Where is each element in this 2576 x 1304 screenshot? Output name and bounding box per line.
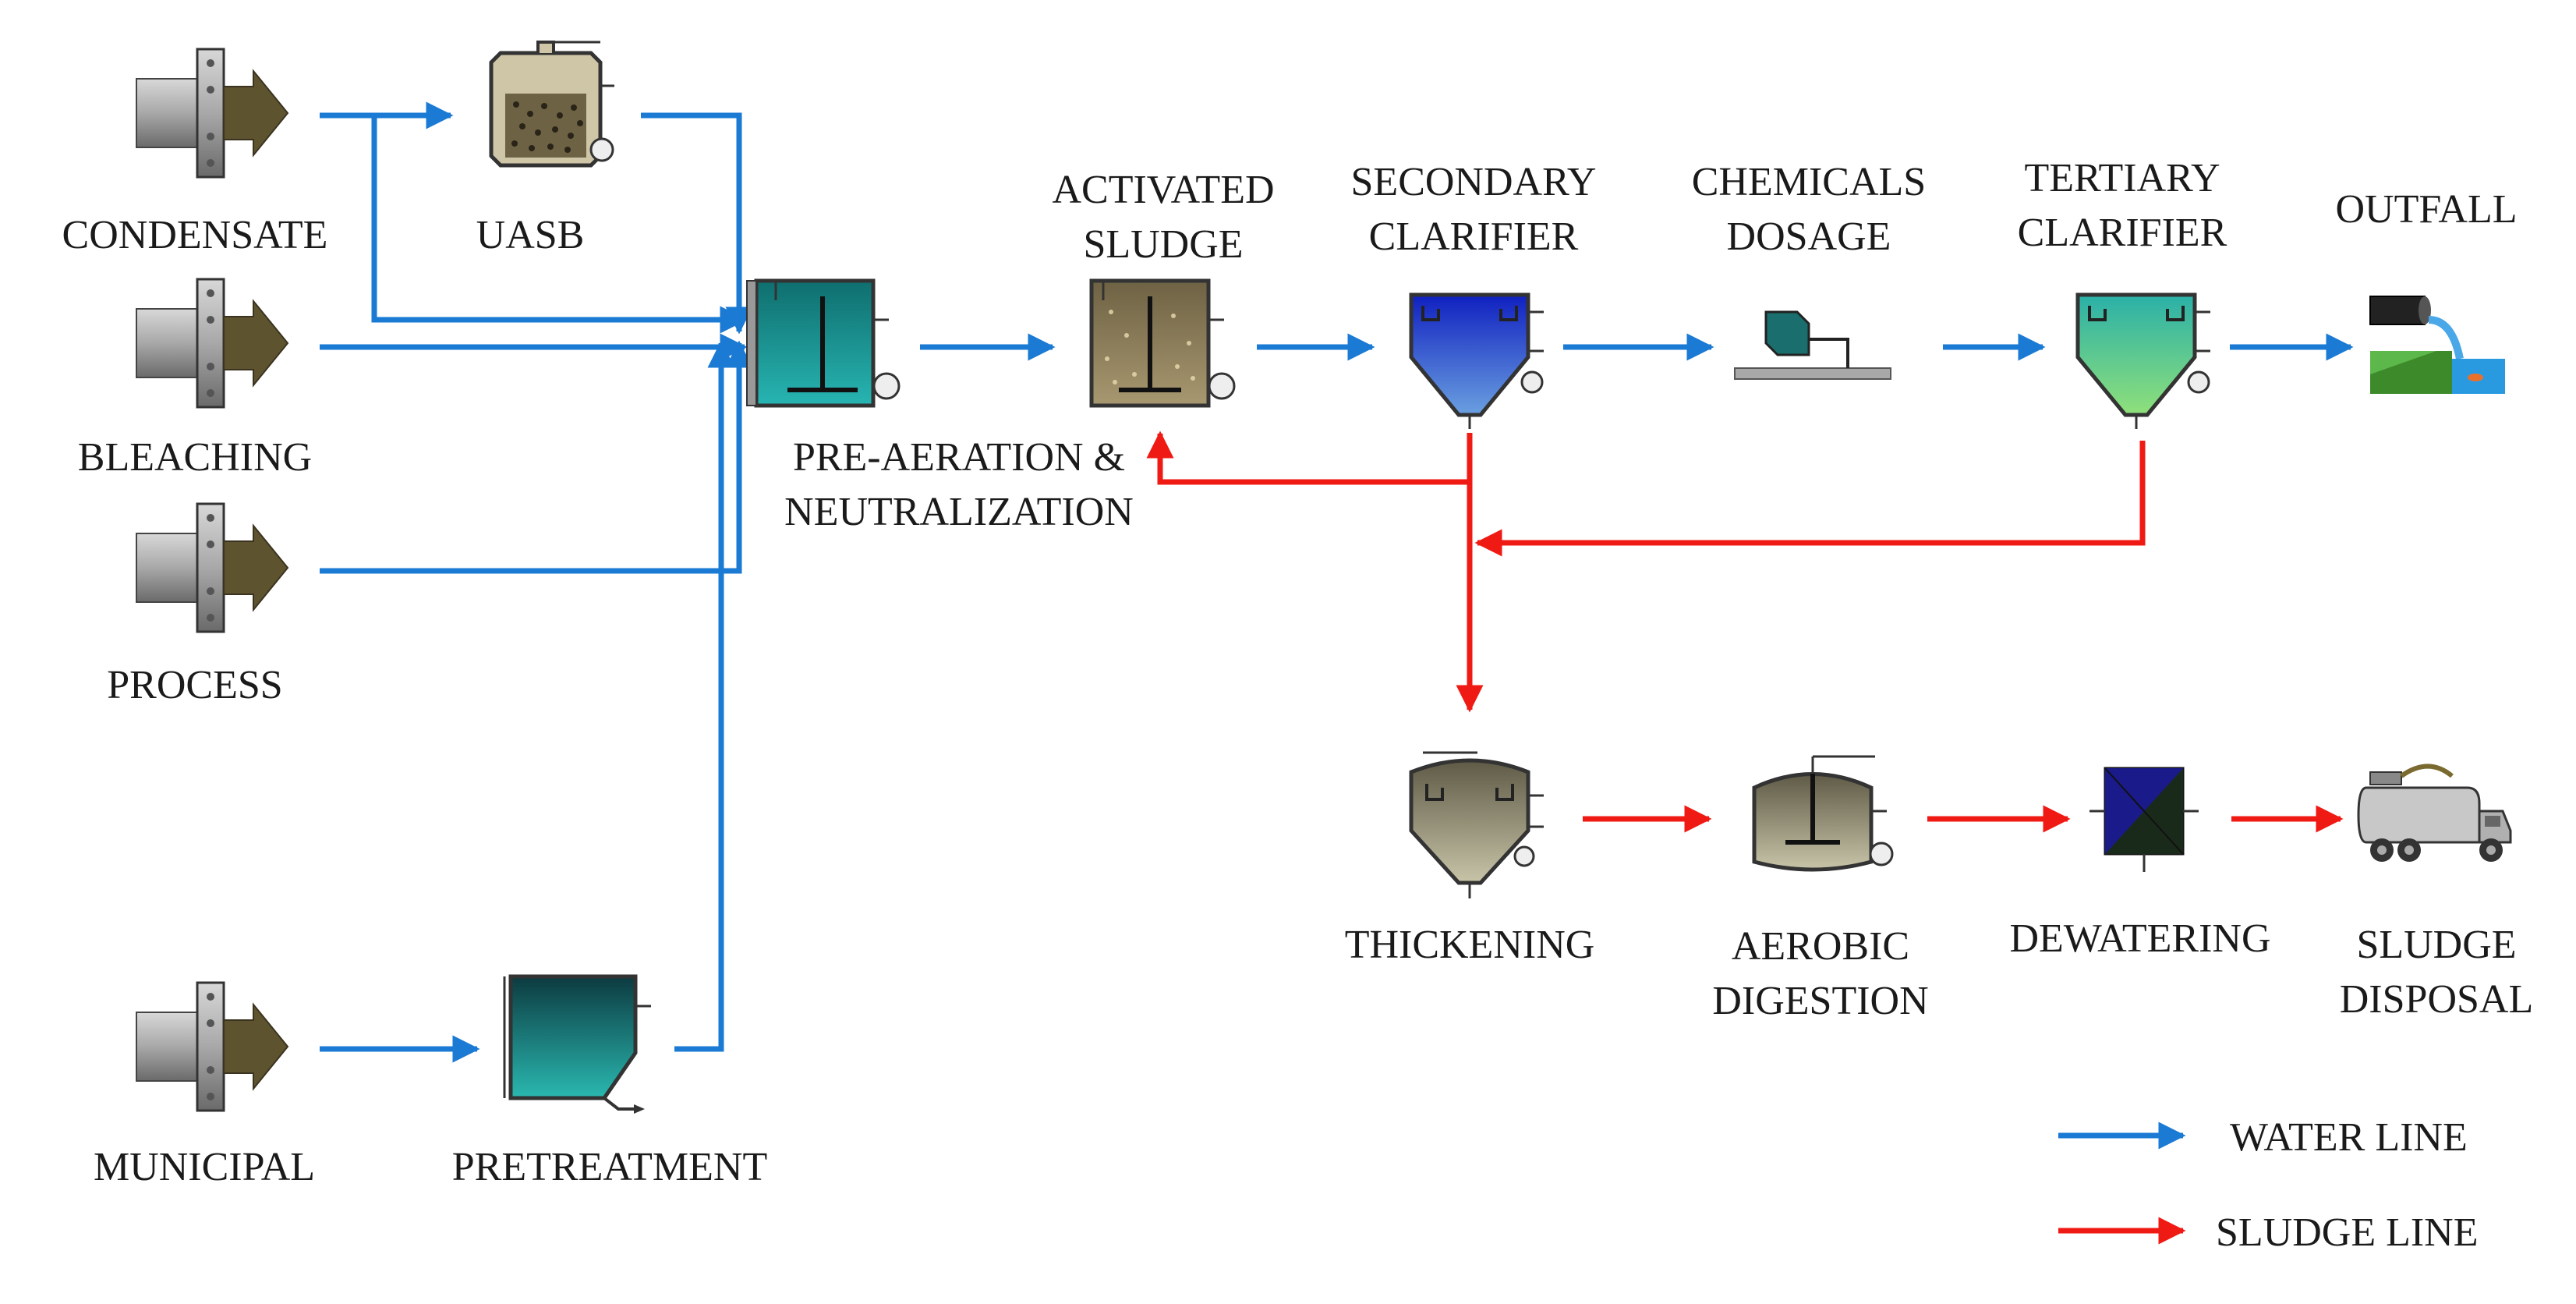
flow-process-to-preaeration	[320, 340, 753, 574]
outfall-icon	[2369, 296, 2505, 394]
water-lines	[320, 101, 2354, 1063]
sludge-truck-icon	[2357, 764, 2512, 862]
pipe-inlet-icon	[135, 278, 289, 409]
flow-tertiary-sludge	[1474, 441, 2146, 557]
label-condensate: CONDENSATE	[62, 213, 328, 257]
label-chemicals-dosage-line1: CHEMICALS	[1692, 160, 1926, 204]
label-pre-aeration-line1: PRE-AERATION &	[793, 435, 1125, 480]
label-thickening: THICKENING	[1345, 923, 1595, 967]
label-pretreatment: PRETREATMENT	[452, 1145, 767, 1189]
label-secondary-clarifier-line2: CLARIFIER	[1369, 214, 1579, 259]
label-aerobic-digestion-line1: AEROBIC	[1732, 924, 1909, 969]
label-outfall: OUTFALL	[2335, 187, 2517, 232]
label-dewatering: DEWATERING	[2009, 916, 2270, 961]
label-pre-aeration-line2: NEUTRALIZATION	[784, 490, 1134, 534]
pipe-inlet-icon	[135, 48, 289, 179]
clarifier-icon	[2078, 295, 2210, 429]
clarifier-icon	[1411, 295, 1544, 429]
dewatering-cube-icon	[2089, 767, 2199, 872]
pipe-inlet-icon	[135, 502, 289, 633]
flow-uasb-to-preaeration	[641, 112, 753, 335]
label-uasb: UASB	[476, 213, 585, 257]
legend-water-label: WATER LINE	[2230, 1115, 2468, 1160]
label-chemicals-dosage-line2: DOSAGE	[1727, 214, 1891, 259]
dosing-pump-icon	[1734, 310, 1891, 380]
label-tertiary-clarifier-line2: CLARIFIER	[2018, 211, 2227, 255]
label-bleaching: BLEACHING	[78, 435, 312, 480]
flow-pretreatment-to-preaeration	[674, 340, 735, 1052]
label-process: PROCESS	[107, 663, 282, 707]
label-activated-sludge-line2: SLUDGE	[1083, 222, 1243, 267]
label-secondary-clarifier-line1: SECONDARY	[1351, 160, 1597, 204]
label-municipal: MUNICIPAL	[94, 1145, 315, 1189]
thickener-icon	[1409, 751, 1544, 898]
legend-sludge-label: SLUDGE LINE	[2216, 1210, 2479, 1255]
legend: WATER LINE SLUDGE LINE	[2058, 1115, 2479, 1255]
digester-icon	[1752, 755, 1894, 872]
activated-sludge-tank-icon	[1089, 278, 1236, 408]
label-activated-sludge-line1: ACTIVATED	[1052, 168, 1274, 212]
label-tertiary-clarifier-line1: TERTIARY	[2024, 156, 2220, 200]
uasb-reactor-icon	[489, 41, 614, 168]
flow-return-sludge	[1146, 431, 1473, 485]
flow-condensate-bypass	[371, 115, 748, 334]
sludge-lines	[1146, 431, 2344, 833]
labels: CONDENSATE UASB BLEACHING PROCESS MUNICI…	[62, 156, 2534, 1189]
aeration-tank-icon	[746, 278, 901, 408]
label-sludge-disposal-line1: SLUDGE	[2356, 923, 2516, 967]
pipe-inlet-icon	[135, 981, 289, 1112]
label-aerobic-digestion-line2: DIGESTION	[1712, 979, 1928, 1023]
label-sludge-disposal-line2: DISPOSAL	[2340, 977, 2534, 1022]
pretreatment-tank-icon	[503, 974, 651, 1114]
